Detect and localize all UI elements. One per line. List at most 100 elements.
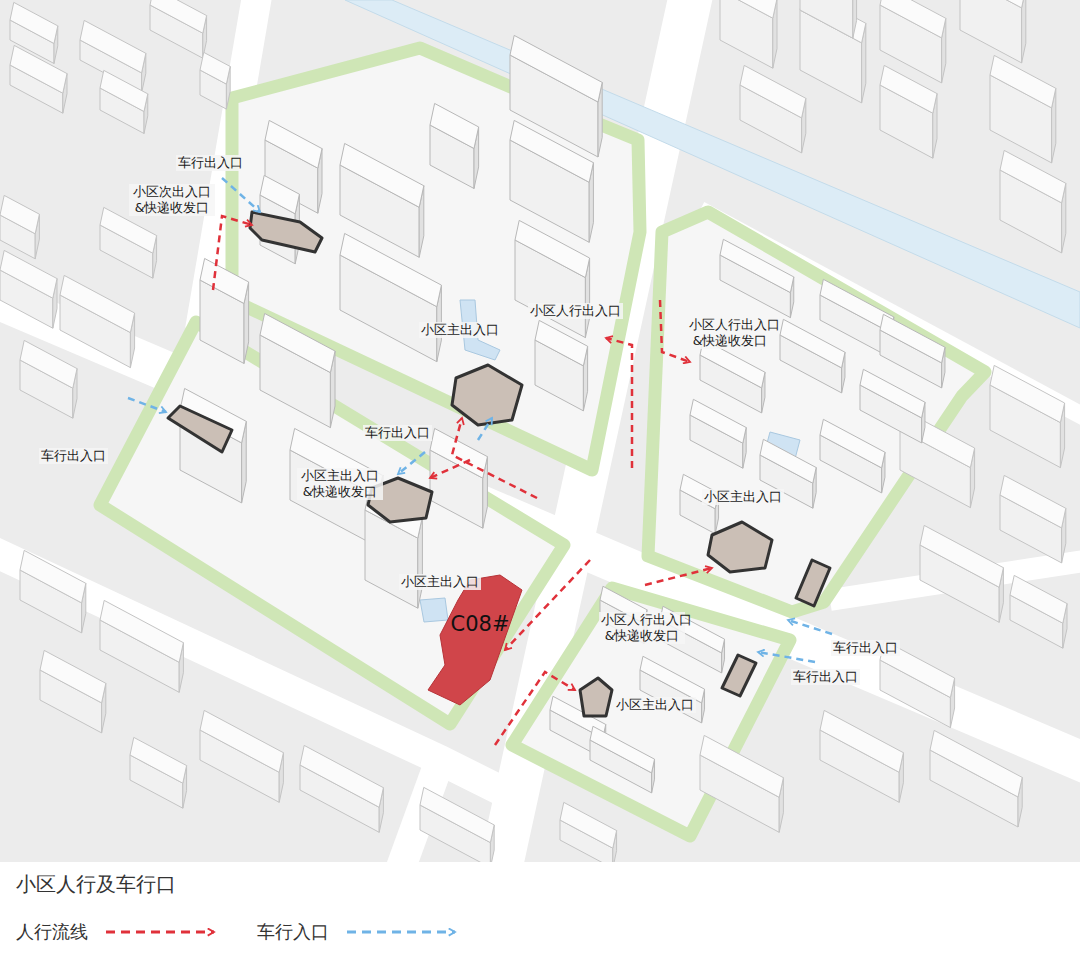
legend-item: 车行入口	[257, 920, 468, 944]
building	[300, 745, 383, 832]
entrance-label: 车行出入口	[831, 640, 900, 656]
building-roof	[960, 0, 1026, 8]
entrance-label: 小区人行出入口	[528, 303, 623, 319]
vehicle-entry	[398, 452, 425, 474]
building-front	[960, 0, 1022, 63]
entrance-label: 小区主出入口	[614, 697, 696, 713]
building-roof	[590, 726, 655, 773]
building	[420, 787, 494, 867]
building-outline	[422, 572, 527, 710]
legend-item: 人行流线	[16, 920, 227, 944]
entrance-label: 车行出入口	[791, 669, 860, 685]
building	[590, 726, 655, 793]
building-number: C08#	[451, 612, 510, 636]
pedestrian-flow	[430, 460, 470, 478]
building	[820, 419, 885, 493]
entrance-label: 车行出入口	[363, 425, 432, 441]
building-roof	[535, 320, 588, 365]
building-roof	[515, 220, 590, 277]
vehicle-entry	[128, 398, 166, 412]
building	[130, 737, 187, 808]
building	[10, 2, 58, 63]
building-roof	[690, 399, 746, 443]
building	[700, 735, 783, 832]
building-roof	[720, 0, 777, 18]
building-block: C08#	[422, 572, 527, 710]
building	[930, 730, 1022, 827]
building	[260, 313, 335, 427]
building	[820, 710, 903, 802]
building-roof	[510, 35, 602, 102]
building-roof	[1000, 475, 1066, 528]
legend-sample	[343, 920, 468, 944]
gatehouse	[250, 212, 322, 252]
building	[740, 65, 806, 152]
building-roof	[100, 70, 148, 111]
building	[780, 319, 845, 393]
pedestrian-flow	[660, 300, 690, 362]
building	[860, 369, 925, 443]
entrance-label: 小区主出入口	[419, 322, 501, 338]
pedestrian-flow	[645, 568, 712, 585]
building	[700, 339, 765, 413]
building-roof	[1010, 575, 1067, 623]
building-roof	[700, 735, 783, 797]
building	[200, 52, 230, 109]
gatehouse	[708, 522, 772, 572]
building-roof	[430, 428, 487, 478]
vehicle-entry	[758, 652, 815, 662]
building	[880, 65, 937, 158]
building-roof	[265, 120, 322, 168]
entrance-label: 小区次出入口 &快递收发口	[129, 184, 215, 217]
vehicle-entry	[222, 178, 260, 212]
pedestrian-flow	[505, 560, 590, 650]
building	[0, 195, 39, 258]
building	[920, 525, 1003, 622]
building-roof	[1000, 150, 1066, 203]
legend-line	[106, 931, 214, 934]
building	[1010, 575, 1067, 648]
legend-band	[0, 862, 1080, 970]
gatehouse	[168, 406, 232, 452]
building-side	[853, 0, 857, 38]
building	[880, 314, 945, 388]
entrance-label: 车行出入口	[176, 155, 245, 171]
pedestrian-flow	[452, 418, 537, 498]
building-roof	[740, 65, 806, 118]
site-block	[512, 588, 790, 836]
gatehouse	[452, 365, 522, 425]
building	[340, 233, 441, 361]
building-roof	[260, 313, 335, 372]
building-roof	[200, 52, 230, 84]
building-roof	[820, 710, 903, 772]
building	[960, 0, 1026, 63]
building-roof	[10, 2, 58, 43]
entrance-label: 小区主出入口	[702, 489, 784, 505]
building	[40, 650, 106, 733]
building-roof	[880, 0, 946, 38]
gatehouse	[722, 655, 756, 696]
vehicle-entry	[788, 620, 832, 634]
building-roof	[150, 0, 207, 33]
building-roof	[720, 239, 794, 292]
building-roof	[130, 737, 187, 783]
building	[20, 340, 77, 418]
building-roof	[430, 103, 479, 148]
vehicle-entry	[478, 418, 492, 440]
building-roof	[420, 787, 494, 842]
building	[430, 428, 487, 528]
building-roof	[860, 369, 925, 418]
building-side	[1022, 0, 1026, 63]
building-shape	[428, 575, 522, 705]
building	[800, 0, 857, 38]
building-roof	[880, 65, 937, 113]
building	[990, 365, 1065, 467]
building	[150, 0, 207, 58]
diagram-title: 小区人行及车行口	[16, 871, 176, 898]
building-roof	[990, 365, 1065, 422]
building-roof	[930, 730, 1022, 797]
building-roof	[340, 233, 441, 306]
